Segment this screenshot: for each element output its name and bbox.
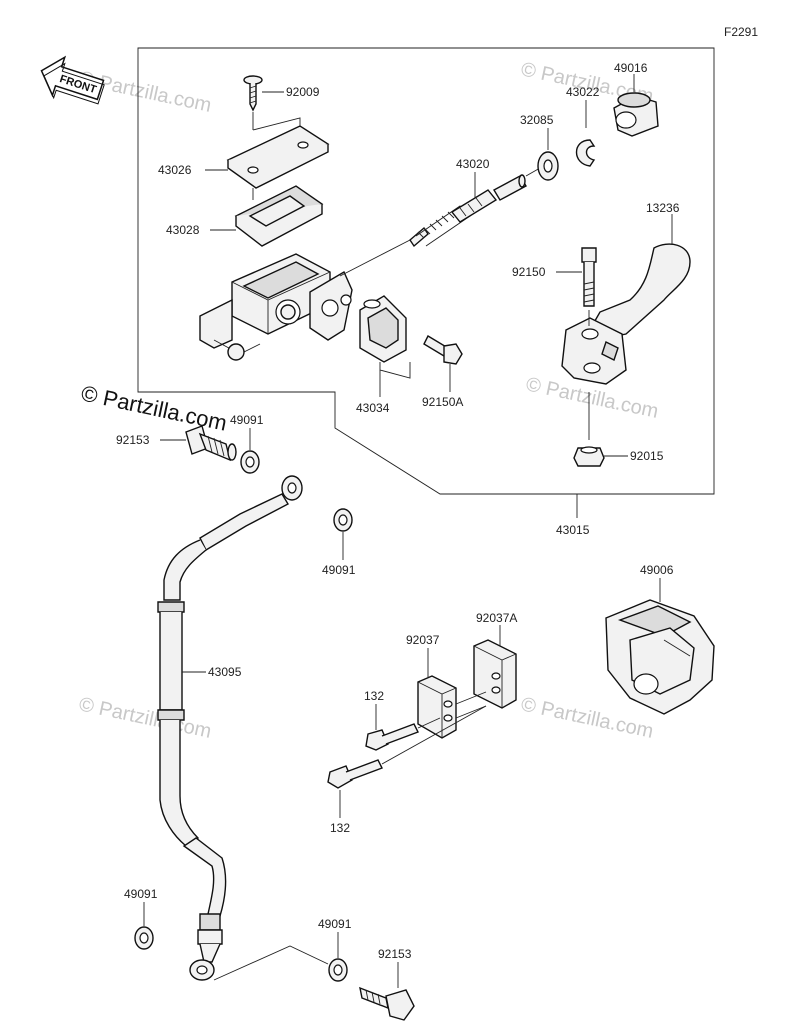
label-43095: 43095 <box>208 665 242 679</box>
assembly-outline-43015 <box>137 47 715 495</box>
washer-49091-bottom-left <box>134 926 154 950</box>
label-132-top: 132 <box>364 689 384 703</box>
brake-hose-43095 <box>157 475 303 981</box>
label-43020: 43020 <box>456 157 490 171</box>
label-92015: 92015 <box>630 449 664 463</box>
bolt-132-top <box>365 723 419 751</box>
label-43034: 43034 <box>356 401 390 415</box>
label-92150: 92150 <box>512 265 546 279</box>
lever-cover-49006 <box>605 599 715 715</box>
pivot-bolt-92150 <box>581 247 597 307</box>
label-49091-top: 49091 <box>230 413 264 427</box>
circlip-43022 <box>575 139 596 167</box>
label-92153-top: 92153 <box>116 433 150 447</box>
washer-49091-mid <box>333 508 353 532</box>
part-labels: 92009 43026 43028 43020 32085 43022 4901… <box>116 61 680 961</box>
reservoir-cap-43026 <box>226 125 330 189</box>
master-cylinder-body <box>199 253 353 361</box>
banjo-bolt-92153-top <box>185 425 237 462</box>
label-49016: 49016 <box>614 61 648 75</box>
label-49091-bottom-left: 49091 <box>124 887 158 901</box>
front-direction-arrow: FRONT <box>40 55 105 105</box>
washer-49091-bottom-right <box>328 958 348 982</box>
bracket-92037 <box>417 675 457 739</box>
watermark-4: © Partzilla.com <box>77 693 213 743</box>
label-92009: 92009 <box>286 85 320 99</box>
label-32085: 32085 <box>520 113 554 127</box>
diaphragm-43028 <box>234 185 324 247</box>
label-49091-mid: 49091 <box>322 563 356 577</box>
label-92037A: 92037A <box>476 611 517 625</box>
label-49006: 49006 <box>640 563 674 577</box>
label-13236: 13236 <box>646 201 680 215</box>
label-43028: 43028 <box>166 223 200 237</box>
watermark-main: © Partzilla.com <box>79 380 229 435</box>
brake-lever-13236 <box>561 243 691 385</box>
label-92153-bottom: 92153 <box>378 947 412 961</box>
bolt-92150A <box>423 335 463 365</box>
figure-code: F2291 <box>724 25 758 39</box>
banjo-bolt-92153-bottom <box>359 986 415 1021</box>
label-43026: 43026 <box>158 163 192 177</box>
clamp-43034 <box>359 295 407 363</box>
label-43015: 43015 <box>556 523 590 537</box>
label-92150A: 92150A <box>422 395 463 409</box>
dust-boot-49016 <box>613 92 659 137</box>
bolt-132-bottom <box>327 759 383 789</box>
bracket-92037A <box>473 639 517 709</box>
label-132-bottom: 132 <box>330 821 350 835</box>
label-43022: 43022 <box>566 85 600 99</box>
nut-92015 <box>573 446 605 467</box>
screw-92009 <box>243 75 263 112</box>
washer-32085 <box>537 151 559 181</box>
label-92037: 92037 <box>406 633 440 647</box>
piston-43020 <box>409 174 527 248</box>
washer-49091-top <box>240 450 260 474</box>
label-49091-bottom-right: 49091 <box>318 917 352 931</box>
